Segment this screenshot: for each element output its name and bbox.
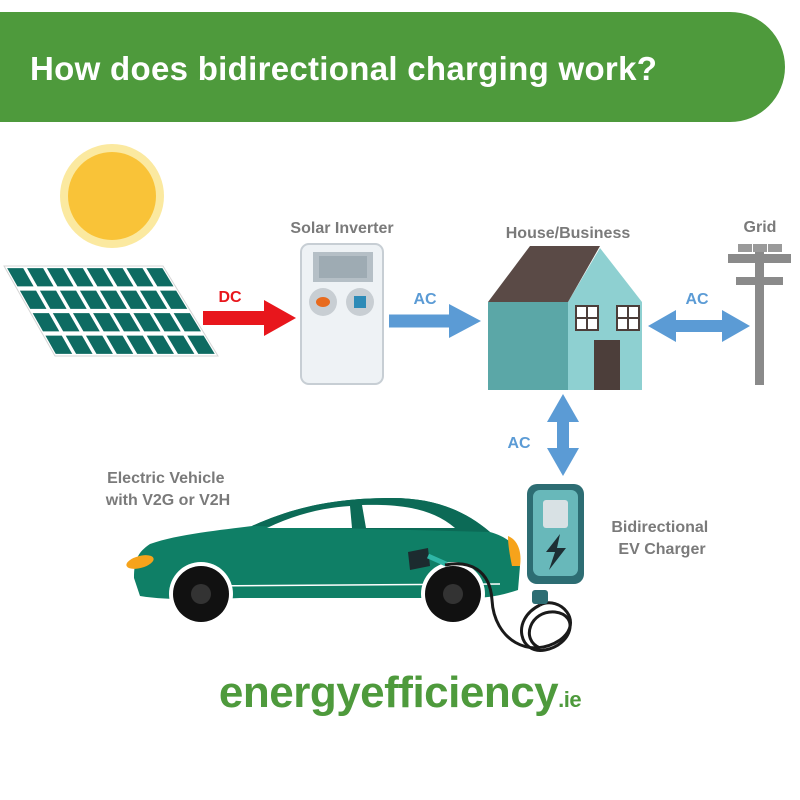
ev-label: Electric Vehicle with V2G or V2H [105,470,230,509]
solar-cell [159,290,188,309]
brand-logo: energyefficiency.ie [0,668,800,718]
header-banner: How does bidirectional charging work? [0,12,785,122]
ev-charger-icon [527,484,584,604]
ac-arrow-house-grid [648,310,750,342]
grid-label: Grid [744,219,777,236]
dc-label: DC [218,289,242,306]
solar-cell [86,268,114,287]
solar-cell [45,335,73,354]
ev-label-line-1: Electric Vehicle [107,470,225,487]
solar-cell [187,335,215,354]
inverter-label: Solar Inverter [290,220,393,237]
solar-cell [126,335,154,354]
solar-cell [59,290,87,309]
solar-cell [66,268,94,287]
solar-cell [173,313,201,332]
brand-tld: .ie [558,687,582,712]
inverter-icon [300,243,384,385]
solar-cell [139,290,168,309]
solar-cell [19,290,47,309]
solar-cell [99,290,127,309]
charging-cable [444,562,572,650]
lightning-bolt-icon [546,534,566,570]
ev-label-line-2: with V2G or V2H [105,492,230,509]
ac-arrow-inverter-house [389,304,481,338]
house-icon [488,246,642,390]
solar-cell [79,290,107,309]
brand-name: energyefficiency [218,668,559,717]
solar-cell [65,335,93,354]
ac-label-house-charger: AC [507,435,531,452]
electric-car-icon [126,498,521,626]
solar-cell [113,313,141,332]
solar-cell [126,268,154,287]
ac-label-inverter-house: AC [413,291,437,308]
solar-cell [7,268,34,287]
solar-cell [52,313,80,332]
solar-cell [146,335,174,354]
solar-cell [119,290,148,309]
charger-coil [520,603,572,652]
solar-cell [133,313,161,332]
page-title: How does bidirectional charging work? [30,50,658,87]
solar-cell [106,335,134,354]
solar-cell [85,335,113,354]
solar-cell [146,268,174,287]
sun-icon [60,144,164,248]
ac-arrow-house-charger [547,394,579,476]
charger-label: Bidirectional EV Charger [611,519,712,558]
solar-cell [166,335,195,354]
dc-arrow [203,300,296,336]
ac-label-house-grid: AC [685,291,709,308]
solar-cell [93,313,121,332]
charger-label-line-2: EV Charger [618,541,705,558]
solar-cell [27,268,54,287]
solar-panel-icon [3,265,219,357]
solar-cell [153,313,181,332]
solar-cell [32,313,60,332]
solar-cell [46,268,74,287]
charger-label-line-1: Bidirectional [611,519,708,536]
solar-cell [39,290,67,309]
solar-cell [72,313,100,332]
house-label: House/Business [506,225,631,242]
grid-pole-icon [728,244,791,385]
solar-cell [106,268,134,287]
